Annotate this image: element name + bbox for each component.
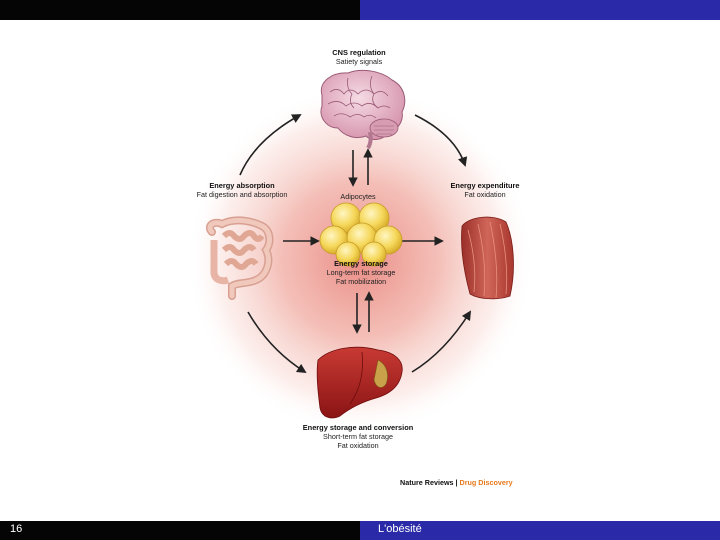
credit-separator: | (454, 478, 460, 487)
cns-title: CNS regulation (332, 48, 386, 57)
adipocytes-illustration (319, 202, 403, 267)
slide-number: 16 (10, 523, 23, 535)
liver-illustration (316, 346, 403, 419)
storage-subtitle-1: Long-term fat storage (327, 268, 396, 277)
intestine-illustration (206, 216, 274, 300)
footer-title: L'obésité (378, 523, 422, 535)
arrow-absorption-to-cns (239, 114, 302, 176)
conversion-subtitle-2: Fat oxidation (337, 441, 378, 450)
bottom-bar-right (360, 521, 720, 540)
absorption-title: Energy absorption (209, 181, 275, 190)
adipocytes-label: Adipocytes (340, 192, 376, 201)
background-glow (185, 85, 535, 435)
credit-section: Drug Discovery (460, 478, 513, 487)
storage-title: Energy storage (334, 259, 388, 268)
arrow-liver-to-expenditure (411, 310, 472, 373)
credit-journal: Nature Reviews (400, 478, 454, 487)
top-bar-right (360, 0, 720, 20)
arrow-absorption-to-liver (247, 311, 307, 374)
brain-illustration (320, 69, 406, 150)
expenditure-subtitle: Fat oxidation (464, 190, 505, 199)
credit-line: Nature Reviews | Drug Discovery (400, 478, 513, 487)
conversion-subtitle-1: Short-term fat storage (323, 432, 393, 441)
expenditure-title: Energy expenditure (451, 181, 520, 190)
absorption-subtitle: Fat digestion and absorption (197, 190, 288, 199)
cns-subtitle: Satiety signals (336, 57, 383, 66)
storage-subtitle-2: Fat mobilization (336, 277, 386, 286)
arrow-cns-to-expenditure (414, 114, 468, 167)
top-bar-left (0, 0, 360, 20)
bottom-bar-left (0, 521, 360, 540)
muscle-illustration (461, 216, 514, 300)
conversion-title: Energy storage and conversion (303, 423, 414, 432)
